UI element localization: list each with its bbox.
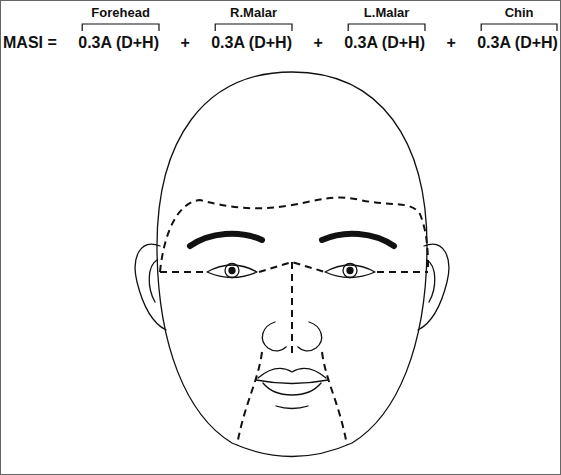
left-eye — [207, 265, 257, 278]
region-label: R.Malar — [230, 5, 277, 20]
bracket — [481, 24, 557, 31]
lower-lip — [263, 383, 321, 395]
right-nostril — [298, 322, 322, 351]
right-iris — [343, 264, 357, 278]
region-boundaries — [160, 197, 428, 445]
chin-crease — [276, 406, 308, 409]
left-iris — [225, 264, 239, 278]
left-ear-inner — [149, 260, 157, 302]
left-pupil — [229, 268, 235, 274]
formula-text: + — [313, 34, 322, 52]
formula-text: MASI = — [3, 34, 57, 52]
formula-text: 0.3A (D+H) — [477, 34, 558, 52]
right-eyebrow — [322, 234, 394, 246]
left-eyebrow — [190, 234, 262, 246]
bracket — [215, 24, 292, 31]
right-pupil — [347, 268, 353, 274]
right-chin-boundary — [322, 352, 347, 445]
formula-text: 0.3A (D+H) — [211, 34, 292, 52]
region-label: L.Malar — [364, 5, 410, 20]
nose-midline — [291, 262, 293, 354]
lip-line — [256, 380, 328, 384]
upper-lip — [258, 369, 326, 378]
region-label: Chin — [505, 5, 534, 20]
formula-row: MASI = 0.3A (D+H) +0.3A (D+H) +0.3A (D+H) +0… — [3, 34, 558, 52]
formula-text: + — [446, 34, 455, 52]
eye-line-left — [160, 271, 205, 273]
bracket — [348, 24, 425, 31]
left-chin-boundary — [237, 352, 262, 445]
head-outline — [157, 72, 427, 457]
brackets — [82, 24, 557, 31]
right-ear — [418, 244, 449, 330]
bracket — [82, 24, 159, 31]
formula-text: 0.3A (D+H) — [344, 34, 425, 52]
region-label: Forehead — [91, 5, 150, 20]
right-eye — [325, 265, 375, 278]
forehead-boundary — [160, 197, 428, 272]
formula-text: + — [180, 34, 189, 52]
formula-text: 0.3A (D+H) — [78, 34, 159, 52]
eye-line-right — [377, 271, 428, 273]
left-nostril — [262, 322, 286, 351]
